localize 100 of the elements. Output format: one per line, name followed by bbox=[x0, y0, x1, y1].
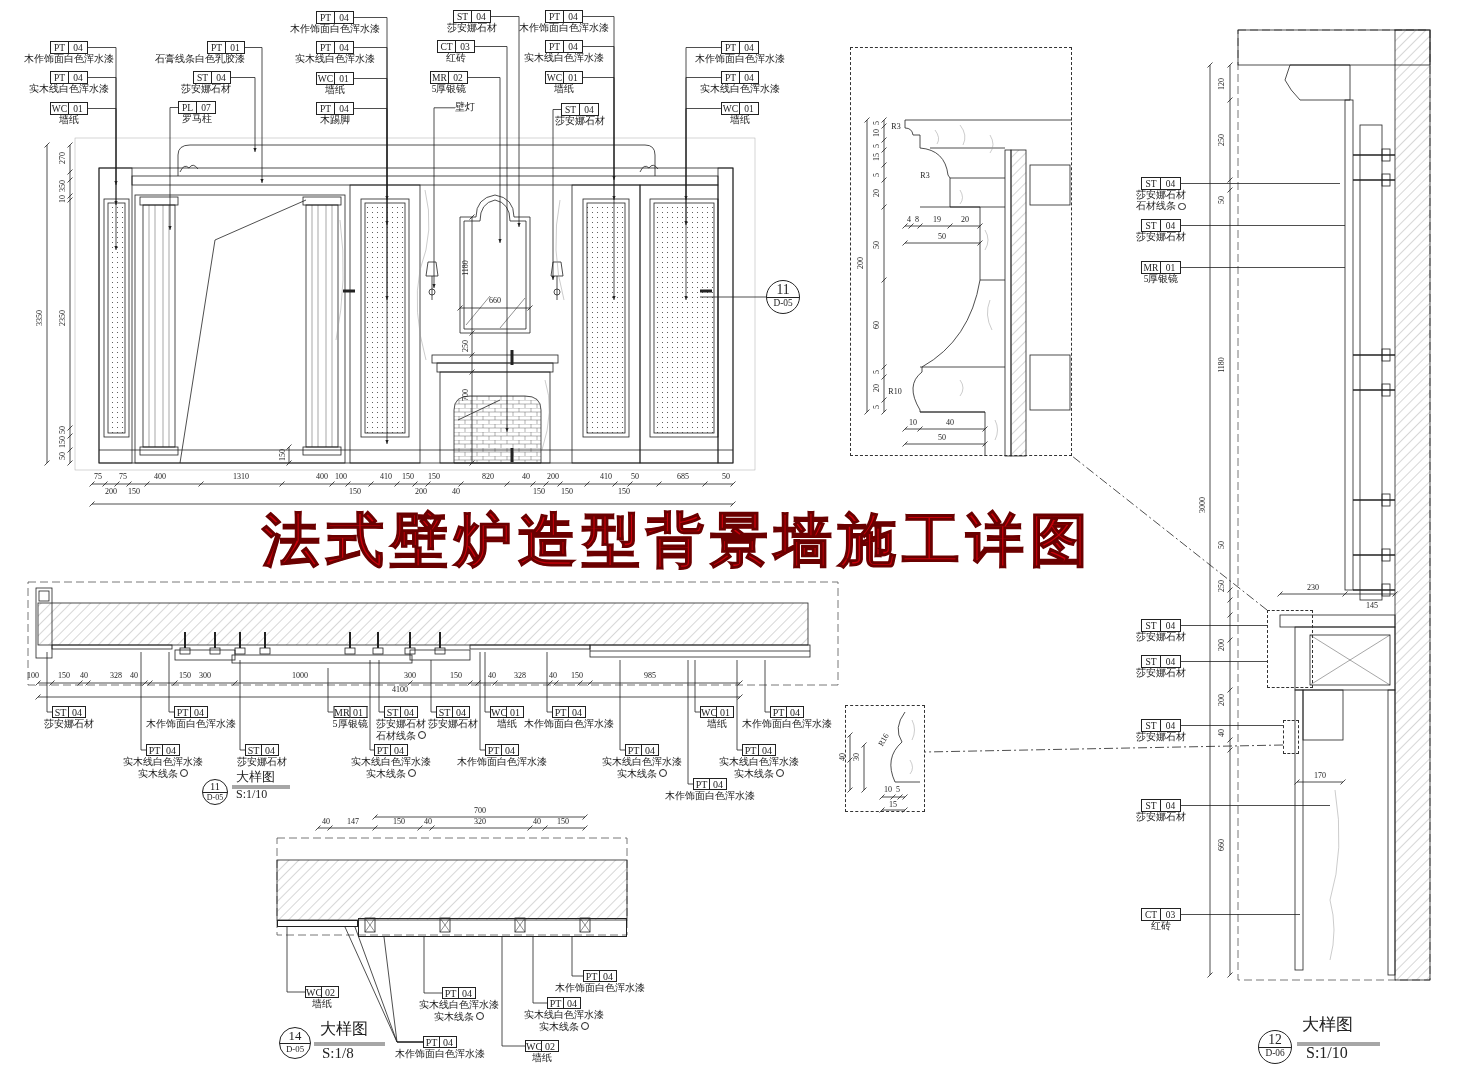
material-name: 实木线白色浑水漆 bbox=[29, 84, 109, 95]
dimension-text: 700 bbox=[462, 389, 470, 401]
dimension-text: 147 bbox=[347, 818, 359, 826]
marker-number: 11 bbox=[203, 780, 227, 793]
code-cell: PL bbox=[178, 101, 197, 114]
code-cell: 04 bbox=[440, 1036, 457, 1048]
dimension-text: 300 bbox=[404, 672, 416, 680]
scale-text: S:1/10 bbox=[1306, 1045, 1348, 1061]
code-cell: ST bbox=[561, 103, 580, 116]
dimension-text: 60 bbox=[873, 321, 881, 329]
code-cell: 04 bbox=[1161, 177, 1181, 190]
code-cell: ST bbox=[1141, 177, 1161, 190]
code-cell: PT bbox=[545, 40, 564, 53]
material-name: 莎安娜石材 bbox=[1136, 190, 1186, 201]
code-cell: PT bbox=[316, 102, 335, 115]
code-cell: WC bbox=[316, 72, 335, 85]
code-cell: 04 bbox=[69, 41, 88, 54]
dimension-text: 5 bbox=[873, 121, 881, 125]
material-name: 红砖 bbox=[1151, 921, 1171, 932]
material-name: 5厚银镜 bbox=[1143, 274, 1179, 285]
material-name: 莎安娜石材 bbox=[1136, 812, 1186, 823]
code-cell: 01 bbox=[564, 71, 583, 84]
dimension-text: 50 bbox=[1218, 196, 1226, 204]
material-name: 实木线条 bbox=[366, 767, 406, 779]
dimension-text: 40 bbox=[424, 818, 432, 826]
code-cell: 04 bbox=[459, 987, 476, 999]
code-cell: PT bbox=[423, 1036, 440, 1048]
code-cell: PT bbox=[721, 71, 740, 84]
material-name: 实木线白色浑水漆 bbox=[351, 756, 431, 768]
dimension-text: 150 bbox=[402, 473, 414, 481]
code-cell: PT bbox=[485, 744, 502, 756]
code-cell: ST bbox=[245, 744, 262, 756]
code-cell: 04 bbox=[600, 970, 617, 982]
material-name: 石膏线条白色乳胶漆 bbox=[155, 54, 245, 65]
code-cell: 04 bbox=[759, 744, 776, 756]
fixture-label: 壁灯 bbox=[455, 103, 475, 113]
marker-number: 14 bbox=[280, 1028, 310, 1044]
code-cell: 04 bbox=[787, 706, 804, 718]
code-cell: ST bbox=[1141, 655, 1161, 668]
material-name: 墙纸 bbox=[325, 85, 345, 96]
material-name: 木作饰面白色浑水漆 bbox=[290, 24, 380, 35]
dimension-text: 40 bbox=[322, 818, 330, 826]
material-name: 墙纸 bbox=[312, 998, 332, 1010]
code-cell: 04 bbox=[710, 778, 727, 790]
material-name: 木作饰面白色浑水漆 bbox=[24, 54, 114, 65]
code-cell: 04 bbox=[212, 71, 231, 84]
dimension-text: 20 bbox=[961, 216, 969, 224]
dimension-text: 1000 bbox=[292, 672, 308, 680]
sheet-number: D-05 bbox=[284, 1044, 306, 1054]
material-name: 莎安娜石材 bbox=[237, 756, 287, 768]
dimension-text: 4100 bbox=[392, 686, 408, 694]
leader-line bbox=[327, 667, 334, 713]
dimension-text: 150 bbox=[533, 488, 545, 496]
material-name: 实木线白色浑水漆 bbox=[295, 54, 375, 65]
code-cell: PT bbox=[545, 10, 564, 23]
leader-line bbox=[764, 659, 771, 713]
dimension-text: 200 bbox=[857, 257, 865, 269]
leader-line bbox=[1180, 914, 1301, 915]
sheet-number: D-05 bbox=[772, 298, 794, 309]
code-cell: 04 bbox=[262, 744, 279, 756]
dimension-text: 1180 bbox=[462, 260, 470, 276]
dimension-text: 10 bbox=[59, 195, 67, 203]
code-cell: 01 bbox=[350, 706, 367, 718]
material-name: 莎安娜石材 bbox=[1136, 668, 1186, 679]
material-name: 莎安娜石材 bbox=[44, 718, 94, 730]
code-cell: CT bbox=[437, 40, 456, 53]
dimension-text: R10 bbox=[888, 388, 902, 396]
code-cell: PT bbox=[770, 706, 787, 718]
dimension-text: 20 bbox=[873, 189, 881, 197]
material-name: 墙纸 bbox=[59, 115, 79, 126]
dimension-text: 400 bbox=[316, 473, 328, 481]
code-cell: 04 bbox=[1161, 219, 1181, 232]
detail-frame bbox=[850, 47, 1072, 456]
leader-line bbox=[430, 659, 437, 713]
dimension-text: 40 bbox=[488, 672, 496, 680]
material-name: 实木线白色浑水漆 bbox=[123, 756, 203, 768]
material-name: 5厚银镜 bbox=[332, 718, 368, 730]
dimension-text: 150 bbox=[59, 436, 67, 448]
code-cell: 04 bbox=[191, 706, 208, 718]
code-cell: PT bbox=[316, 11, 335, 24]
dimension-text: 40 bbox=[946, 419, 954, 427]
dimension-text: 4 bbox=[907, 216, 911, 224]
dimension-text: 40 bbox=[80, 672, 88, 680]
code-cell: MR bbox=[430, 71, 449, 84]
code-cell: 04 bbox=[1161, 655, 1181, 668]
dimension-text: 270 bbox=[59, 152, 67, 164]
material-name: 实木线白色浑水漆 bbox=[524, 53, 604, 64]
leader-line bbox=[1180, 805, 1331, 806]
code-cell: PT bbox=[552, 706, 569, 718]
code-cell: WC bbox=[721, 102, 740, 115]
dimension-text: 200 bbox=[105, 488, 117, 496]
material-name: 莎安娜石材 bbox=[1136, 232, 1186, 243]
code-cell: PT bbox=[207, 41, 226, 54]
material-name: 木作饰面白色浑水漆 bbox=[665, 790, 755, 802]
dimension-text: 200 bbox=[547, 473, 559, 481]
code-cell: 04 bbox=[564, 997, 581, 1009]
material-name: 木作饰面白色浑水漆 bbox=[457, 756, 547, 768]
code-cell: WC bbox=[305, 986, 322, 998]
code-cell: PT bbox=[625, 744, 642, 756]
code-cell: 04 bbox=[740, 71, 759, 84]
